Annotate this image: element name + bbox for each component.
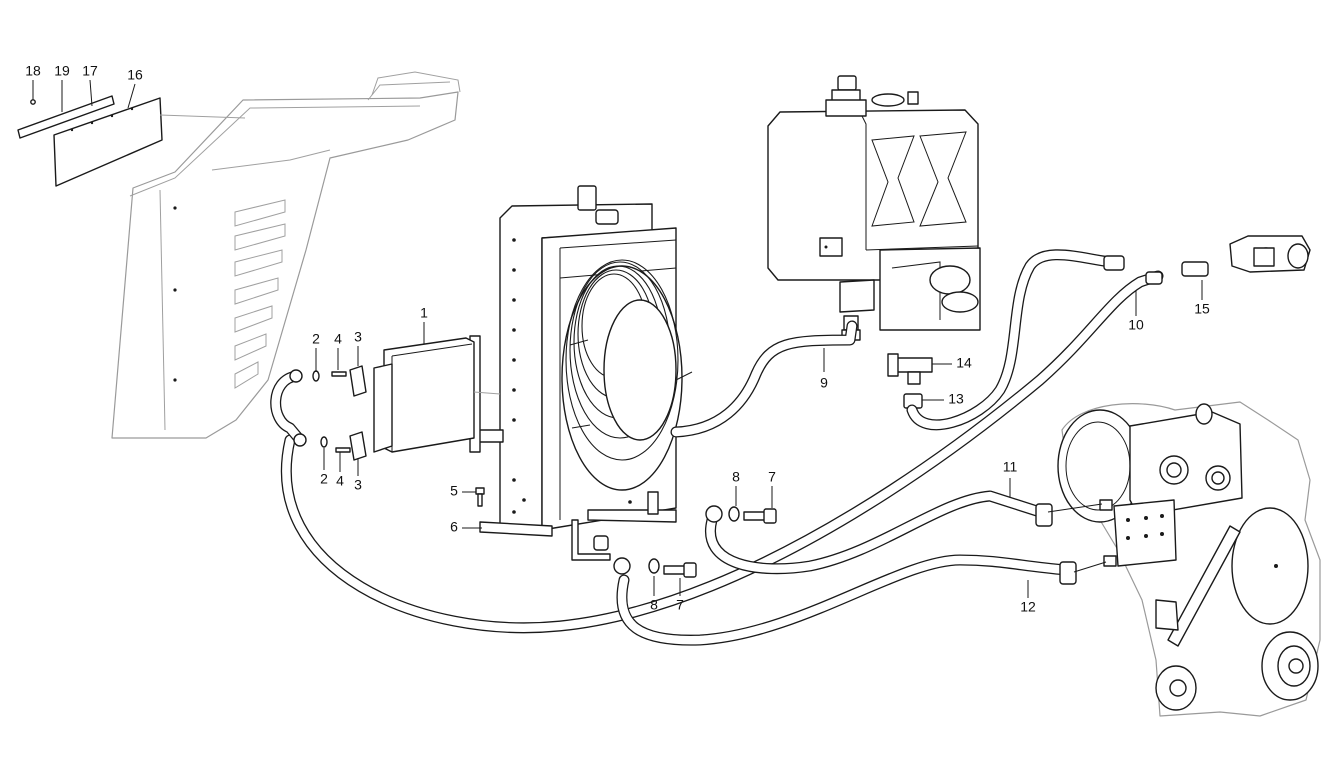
callout-10: 10: [1128, 317, 1144, 333]
callout-4-upper: 4: [334, 331, 342, 347]
callout-19: 19: [54, 63, 70, 79]
callout-3-lower: 3: [354, 477, 362, 493]
o-ring-2-upper: [312, 370, 320, 382]
hose-11: [704, 490, 1046, 575]
screw-4-lower: [335, 447, 351, 453]
bolt-5: [475, 487, 485, 507]
engine-hood: [111, 71, 461, 439]
leader-lines: [32, 79, 1203, 598]
callout-17: 17: [82, 63, 98, 79]
callout-12: 12: [1020, 599, 1036, 615]
callout-7-upper: 7: [768, 469, 776, 485]
hose-9: [670, 320, 858, 438]
rubber-seal-16: [53, 97, 163, 187]
transmission: [1057, 401, 1321, 717]
screw-4-upper: [331, 371, 347, 377]
rivet-18: [30, 99, 36, 105]
tee-fitting-14: [887, 353, 933, 385]
callout-14: 14: [956, 355, 972, 371]
callout-4-lower: 4: [336, 473, 344, 489]
clamp-3-lower: [349, 431, 367, 461]
seal-strip-assembly: [17, 95, 246, 187]
fan-guard: [561, 259, 693, 491]
callout-15: 15: [1194, 301, 1210, 317]
bracket-15: [1229, 235, 1311, 273]
oil-cooler-1: [373, 337, 501, 453]
washer-8-lower: [648, 558, 660, 574]
hydraulic-tank: [767, 75, 981, 341]
radiator-cooler: [469, 185, 693, 561]
callout-7-lower: 7: [676, 597, 684, 613]
cooler-loop-hose: [270, 370, 306, 446]
callout-13: 13: [948, 391, 964, 407]
hose-10: [280, 270, 1164, 634]
bolt-7-lower: [663, 562, 697, 578]
callout-labels: 18 19 17 16 1 2 4 3 2 4 3 5 6 8 7 8 7 9 …: [25, 63, 1210, 615]
hose-12: [616, 554, 1072, 646]
hoses: [270, 249, 1164, 646]
hood-vent-slots: [234, 199, 286, 389]
clamp-3-upper: [349, 365, 367, 397]
callout-18: 18: [25, 63, 41, 79]
hose-13: [906, 249, 1116, 431]
callout-5: 5: [450, 483, 458, 499]
o-ring-2-lower: [320, 436, 328, 448]
washer-8-upper: [728, 506, 740, 522]
callout-16: 16: [127, 67, 143, 83]
seal-strip-17: [17, 95, 115, 139]
mount-bracket-6: [479, 521, 553, 537]
callout-2-lower: 2: [320, 471, 328, 487]
hardware: [312, 365, 777, 578]
callout-6: 6: [450, 519, 458, 535]
callout-9: 9: [820, 375, 828, 391]
callout-8-lower: 8: [650, 597, 658, 613]
callout-2-upper: 2: [312, 331, 320, 347]
hose-end-fittings: [289, 255, 1209, 585]
callout-1: 1: [420, 305, 428, 321]
callout-3-upper: 3: [354, 329, 362, 345]
callout-11: 11: [1003, 459, 1018, 475]
bolt-7-upper: [743, 508, 777, 524]
callout-8-upper: 8: [732, 469, 740, 485]
